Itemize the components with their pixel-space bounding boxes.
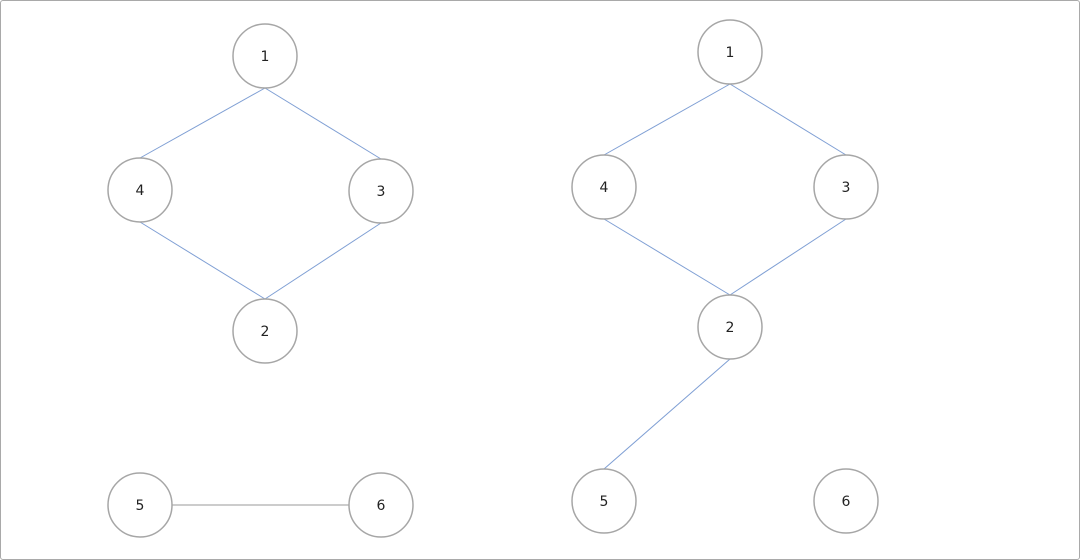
- right-graph-node-1-circle: [697, 19, 763, 85]
- left-graph-node-1-circle: [232, 23, 298, 89]
- right-graph-node-6-circle: [813, 468, 879, 534]
- right-graph-node-2-label: 2: [726, 320, 735, 336]
- right-graph-edge-3-2: [729, 218, 847, 296]
- left-graph-edge-3-2: [264, 222, 382, 300]
- right-graph-node-2-circle: [697, 294, 763, 360]
- right-graph-node-2: 2: [697, 294, 763, 360]
- right-graph-edge-2-5: [603, 358, 731, 470]
- right-graph-node-6: 6: [813, 468, 879, 534]
- left-graph-node-4: 4: [107, 157, 173, 223]
- left-graph-node-3-circle: [348, 158, 414, 224]
- left-graph-node-4-label: 4: [136, 183, 145, 199]
- left-graph-node-4-circle: [107, 157, 173, 223]
- left-graph-node-3-label: 3: [377, 184, 386, 200]
- left-graph-node-3: 3: [348, 158, 414, 224]
- left-graph-node-2-circle: [232, 298, 298, 364]
- right-graph-edge-4-2: [603, 218, 731, 296]
- right-graph-node-3-circle: [813, 154, 879, 220]
- right-graph-node-5: 5: [571, 468, 637, 534]
- right-graph-node-1: 1: [697, 19, 763, 85]
- right-graph-node-4: 4: [571, 154, 637, 220]
- right-graph-node-3-label: 3: [842, 180, 851, 196]
- left-graph-node-6-label: 6: [377, 498, 386, 514]
- left-graph-node-6-circle: [348, 472, 414, 538]
- right-graph-node-6-label: 6: [842, 494, 851, 510]
- left-graph-node-5-circle: [107, 472, 173, 538]
- right-graph-edge-1-3: [729, 83, 847, 156]
- nodes-layer: 1 4 3 2 5 6 1 4 3 2 5 6: [107, 19, 879, 538]
- left-graph-node-6: 6: [348, 472, 414, 538]
- left-graph-node-2: 2: [232, 298, 298, 364]
- left-graph-node-5-label: 5: [136, 498, 145, 514]
- right-graph-node-3: 3: [813, 154, 879, 220]
- right-graph-node-4-label: 4: [600, 180, 609, 196]
- left-graph-node-5: 5: [107, 472, 173, 538]
- right-graph-node-1-label: 1: [726, 45, 735, 61]
- left-graph-node-1-label: 1: [261, 49, 270, 65]
- right-graph-node-5-circle: [571, 468, 637, 534]
- left-graph-edge-1-4: [139, 87, 266, 159]
- edges-layer: [139, 83, 847, 506]
- left-graph-edge-1-3: [264, 87, 382, 160]
- left-graph-node-1: 1: [232, 23, 298, 89]
- right-graph-node-4-circle: [571, 154, 637, 220]
- left-graph-node-2-label: 2: [261, 324, 270, 340]
- right-graph-edge-1-4: [603, 83, 731, 156]
- right-graph-node-5-label: 5: [600, 494, 609, 510]
- left-graph-edge-4-2: [139, 221, 266, 300]
